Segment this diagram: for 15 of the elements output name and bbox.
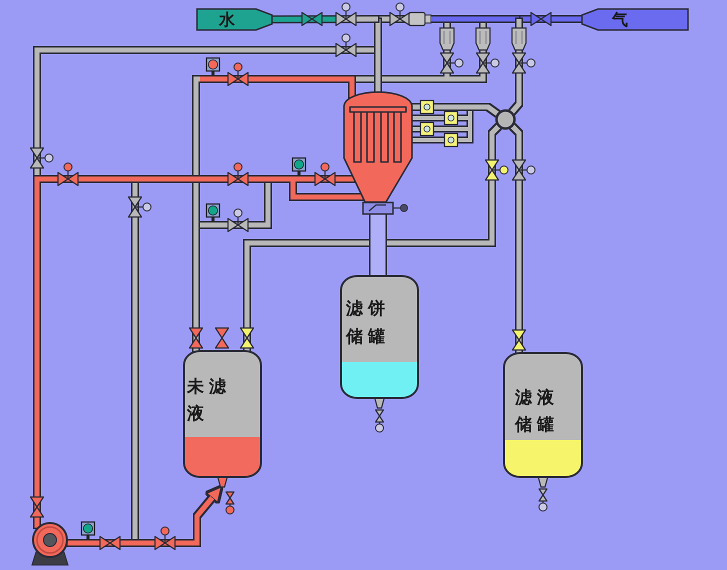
pipe [510,19,522,114]
manifold-sphere [495,109,516,130]
source-tag [581,8,689,31]
tank-label: 滤液储罐 [515,387,560,437]
pipe [519,16,582,22]
pipe [510,124,522,354]
pipe [376,19,380,92]
tag-label: 水 [219,9,236,30]
source-tag [196,8,273,31]
storage-tank [503,352,583,488]
pipe [378,16,519,22]
pipe [412,104,500,116]
pipe [272,16,378,22]
pump [30,521,70,566]
tag-label: 气 [612,9,629,30]
